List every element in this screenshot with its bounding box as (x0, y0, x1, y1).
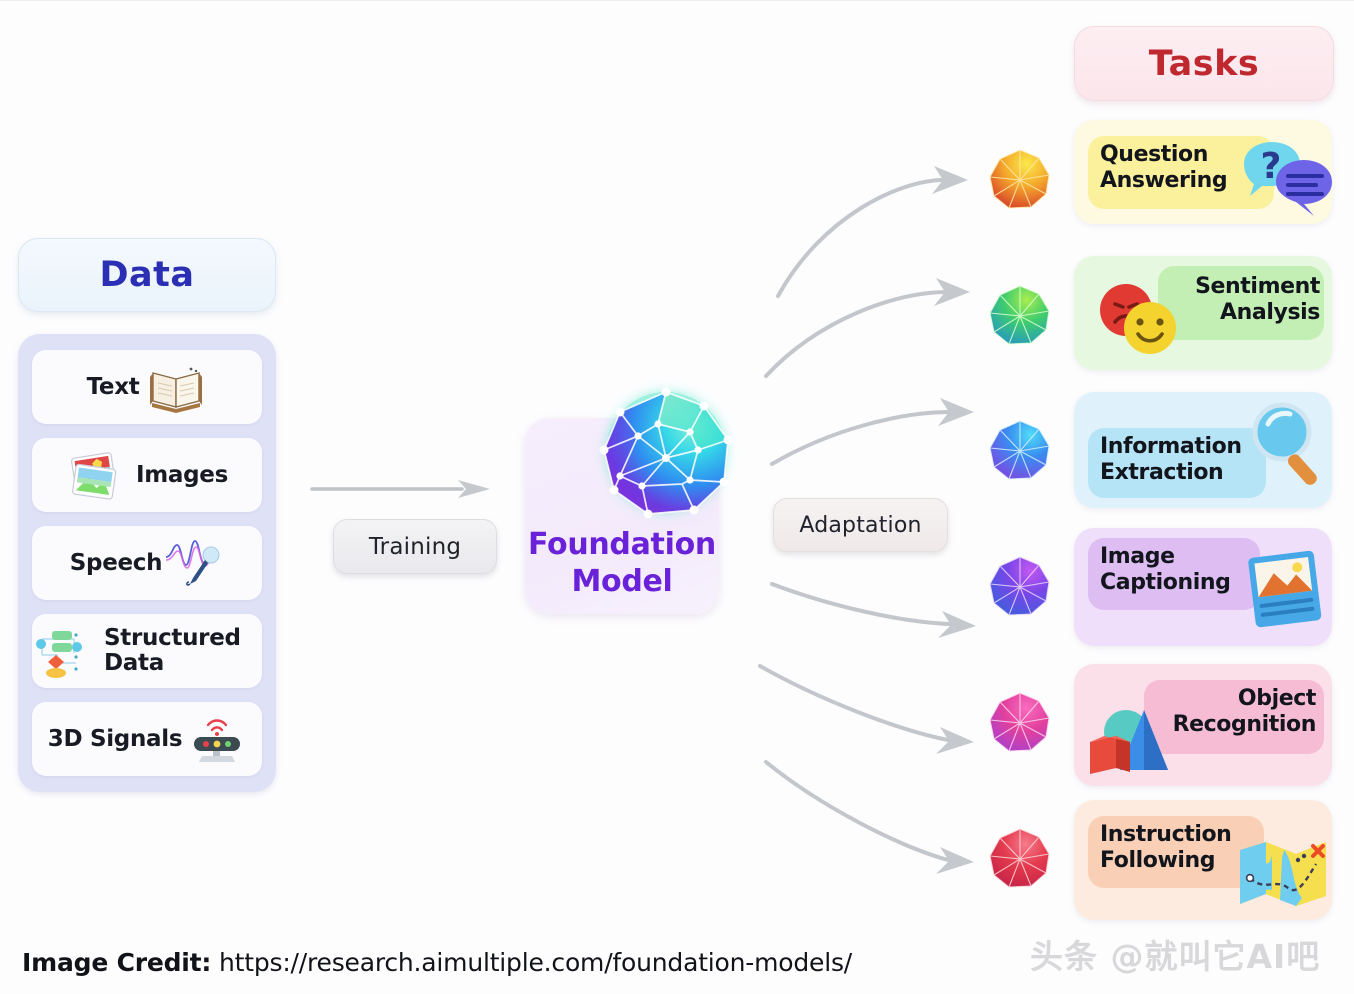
adaptation-label-text: Adaptation (799, 512, 922, 538)
data-header-label: Data (99, 255, 195, 295)
task-orb (987, 283, 1053, 349)
task-card-sentiment-analysis[interactable]: Sentiment Analysis (1074, 256, 1332, 370)
task-card-image-captioning[interactable]: Image Captioning (1074, 528, 1332, 646)
speech-bubbles-question-icon: ? (1232, 134, 1332, 224)
task-card-instruction-following[interactable]: Instruction Following (1074, 800, 1332, 920)
training-arrow-icon (310, 478, 495, 500)
task-label: Question Answering (1100, 142, 1228, 194)
data-panel: Text (18, 334, 276, 792)
task-label: Sentiment Analysis (1195, 274, 1320, 326)
task-card-object-recognition[interactable]: Object Recognition (1074, 664, 1332, 786)
task-pill (1088, 816, 1264, 888)
data-item-label: Text (86, 373, 140, 400)
task-orb (987, 147, 1053, 213)
task-card-information-extraction[interactable]: Information Extraction (1074, 392, 1332, 508)
training-label-text: Training (368, 533, 462, 560)
foundation-model-label: Foundation Model (528, 527, 716, 599)
task-label: Instruction Following (1100, 822, 1232, 874)
top-hairline (0, 0, 1354, 1)
picture-card-icon (1242, 548, 1328, 638)
data-item-speech[interactable]: Speech (32, 526, 262, 600)
tasks-header-label: Tasks (1148, 43, 1260, 84)
task-orb (987, 418, 1053, 484)
task-pill (1088, 428, 1266, 498)
data-item-label: Speech (69, 549, 163, 576)
data-item-3d-signals[interactable]: 3D Signals (32, 702, 262, 776)
task-card-question-answering[interactable]: Question Answering ? (1074, 120, 1332, 224)
open-book-icon (147, 359, 207, 415)
data-item-text[interactable]: Text (32, 350, 262, 424)
tasks-header: Tasks (1074, 26, 1334, 101)
task-label: Information Extraction (1100, 434, 1242, 486)
image-credit-url: https://research.aimultiple.com/foundati… (218, 948, 852, 977)
magnifier-icon (1248, 400, 1328, 492)
image-credit-caption: Image Credit: https://research.aimultipl… (22, 948, 852, 977)
emoji-faces-icon (1094, 280, 1184, 362)
task-orb (987, 826, 1053, 892)
task-pill (1088, 136, 1274, 209)
image-credit-prefix: Image Credit: (22, 948, 212, 977)
adaptation-label[interactable]: Adaptation (773, 498, 948, 552)
depth-sensor-icon (186, 711, 246, 767)
data-item-label: 3D Signals (47, 725, 183, 752)
data-item-images[interactable]: Images (32, 438, 262, 512)
task-orb (987, 690, 1053, 756)
data-header: Data (18, 238, 276, 312)
task-label: Image Captioning (1100, 544, 1231, 596)
data-item-label: Images (136, 461, 228, 488)
task-pill (1088, 538, 1260, 610)
training-label[interactable]: Training (333, 519, 497, 574)
3d-shapes-icon (1082, 698, 1182, 782)
photos-icon (66, 447, 126, 503)
microphone-waveform-icon (164, 535, 224, 591)
data-item-label: Structured Data (104, 625, 241, 676)
task-orb (987, 554, 1053, 620)
data-column: Data Text (18, 238, 276, 792)
task-pill (1144, 680, 1324, 754)
folded-map-icon (1236, 834, 1332, 916)
svg-text:?: ? (1261, 146, 1282, 187)
flowchart-icon (32, 623, 92, 679)
task-label: Object Recognition (1172, 686, 1317, 738)
watermark: 头条 @就叫它AI吧 (1030, 937, 1321, 976)
network-mesh-sphere-icon (586, 376, 746, 536)
data-item-structured-data[interactable]: Structured Data (32, 614, 262, 688)
task-pill (1158, 266, 1324, 340)
